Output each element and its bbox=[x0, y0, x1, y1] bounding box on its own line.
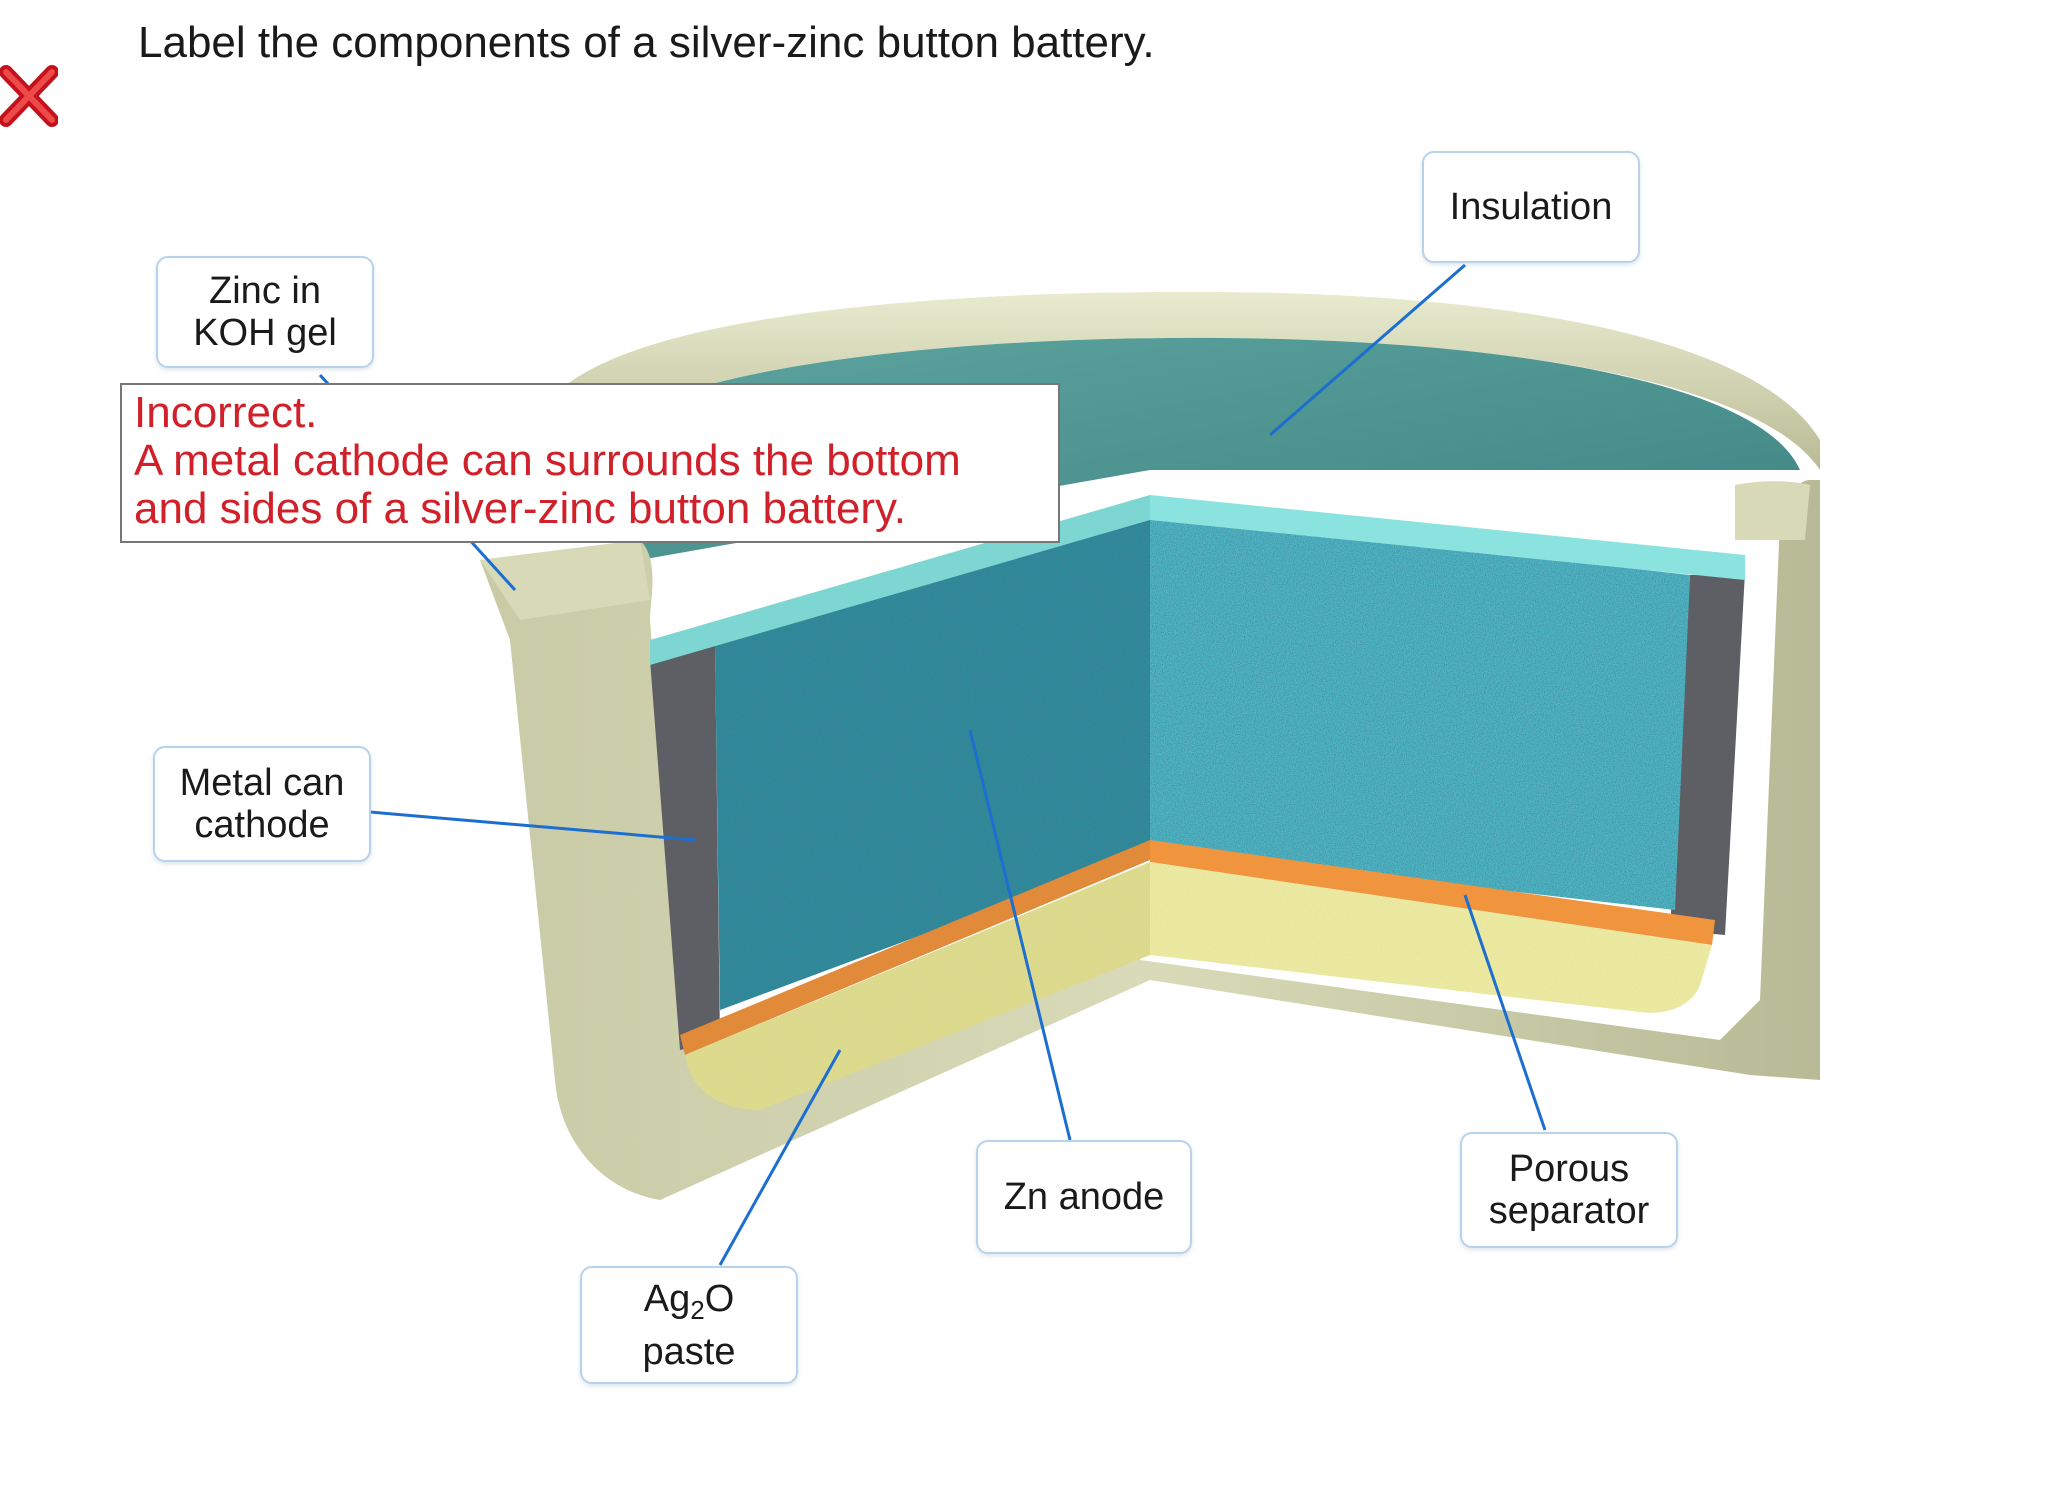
leader-insulation bbox=[1269, 263, 1466, 437]
metal-can-body bbox=[480, 480, 1820, 1200]
cathode-lining bbox=[650, 572, 1745, 1050]
leader-zn-anode bbox=[968, 729, 1072, 1141]
leader-metal-can bbox=[369, 810, 696, 842]
feedback-popup: Incorrect. A metal cathode can surrounds… bbox=[120, 383, 1060, 543]
feedback-line: and sides of a silver-zinc button batter… bbox=[134, 484, 907, 533]
label-zinc-in-koh-gel[interactable]: Zinc in KOH gel bbox=[156, 256, 374, 368]
feedback-line: A metal cathode can surrounds the bottom bbox=[134, 436, 961, 485]
question-prompt: Label the components of a silver-zinc bu… bbox=[138, 18, 1155, 67]
incorrect-x-icon bbox=[0, 65, 58, 127]
label-zn-anode[interactable]: Zn anode bbox=[976, 1140, 1192, 1254]
label-porous-separator[interactable]: Porous separator bbox=[1460, 1132, 1678, 1248]
label-insulation[interactable]: Insulation bbox=[1422, 151, 1640, 263]
leader-porous-separator bbox=[1463, 894, 1547, 1131]
zinc-gel-right-face bbox=[1150, 515, 1690, 910]
leader-ag2o-paste bbox=[718, 1049, 842, 1266]
feedback-title: Incorrect. bbox=[134, 388, 318, 437]
ag2o-paste-layer bbox=[685, 862, 1712, 1110]
label-ag2o-paste[interactable]: Ag2O paste bbox=[580, 1266, 798, 1384]
label-metal-can-cathode[interactable]: Metal can cathode bbox=[153, 746, 371, 862]
porous-separator-layer bbox=[680, 840, 1715, 1055]
